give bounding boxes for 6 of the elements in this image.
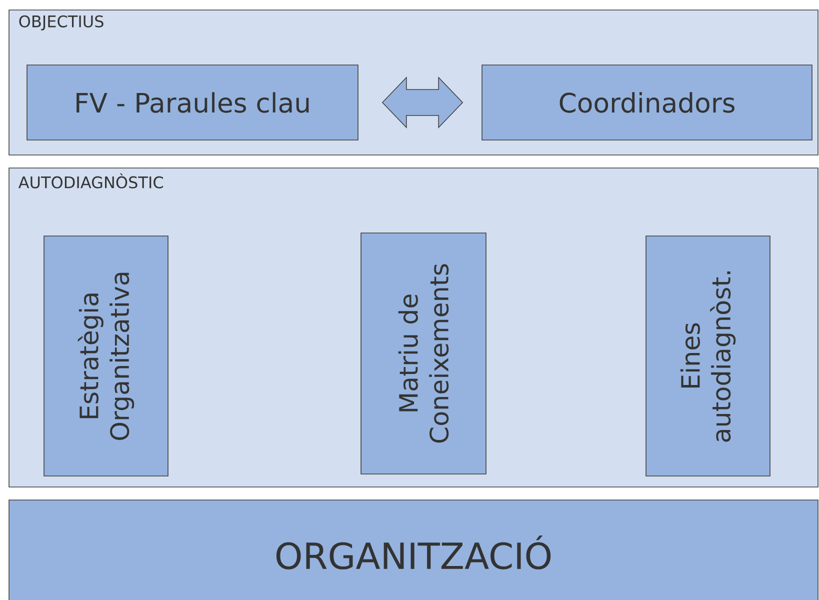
vertical-box: Matriu de Coneixements (360, 232, 486, 474)
vertical-box: Estratègia Organitzativa (44, 236, 168, 476)
process-box: FV - Paraules clau (26, 64, 358, 140)
process-box: Coordinadors (482, 64, 812, 140)
vertical-box: Eines autodiagnòst. (646, 236, 770, 476)
base-bar: ORGANITZACIÓ (8, 500, 818, 600)
